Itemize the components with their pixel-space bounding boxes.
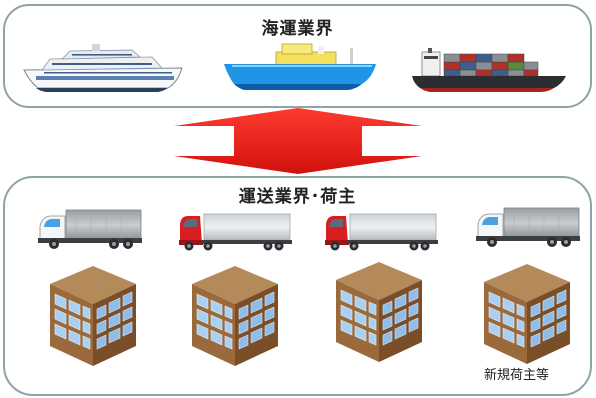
bidirectional-arrow-icon xyxy=(174,108,422,174)
semi-truck-icon xyxy=(178,212,294,252)
tanker-ship-icon xyxy=(222,42,378,90)
office-building-icon xyxy=(482,264,572,364)
ferry-icon xyxy=(22,44,188,92)
office-building-icon xyxy=(48,266,138,366)
semi-truck-icon xyxy=(324,212,440,252)
box-truck-icon xyxy=(36,208,146,250)
shipping-industry-title: 海運業界 xyxy=(261,19,334,39)
office-building-icon xyxy=(334,262,424,362)
box-truck-icon xyxy=(474,206,584,248)
transport-shipper-title: 運送業界･荷主 xyxy=(238,187,357,207)
container-ship-icon xyxy=(410,48,570,92)
new-shippers-label: 新規荷主等 xyxy=(484,368,550,383)
office-building-icon xyxy=(190,266,280,366)
